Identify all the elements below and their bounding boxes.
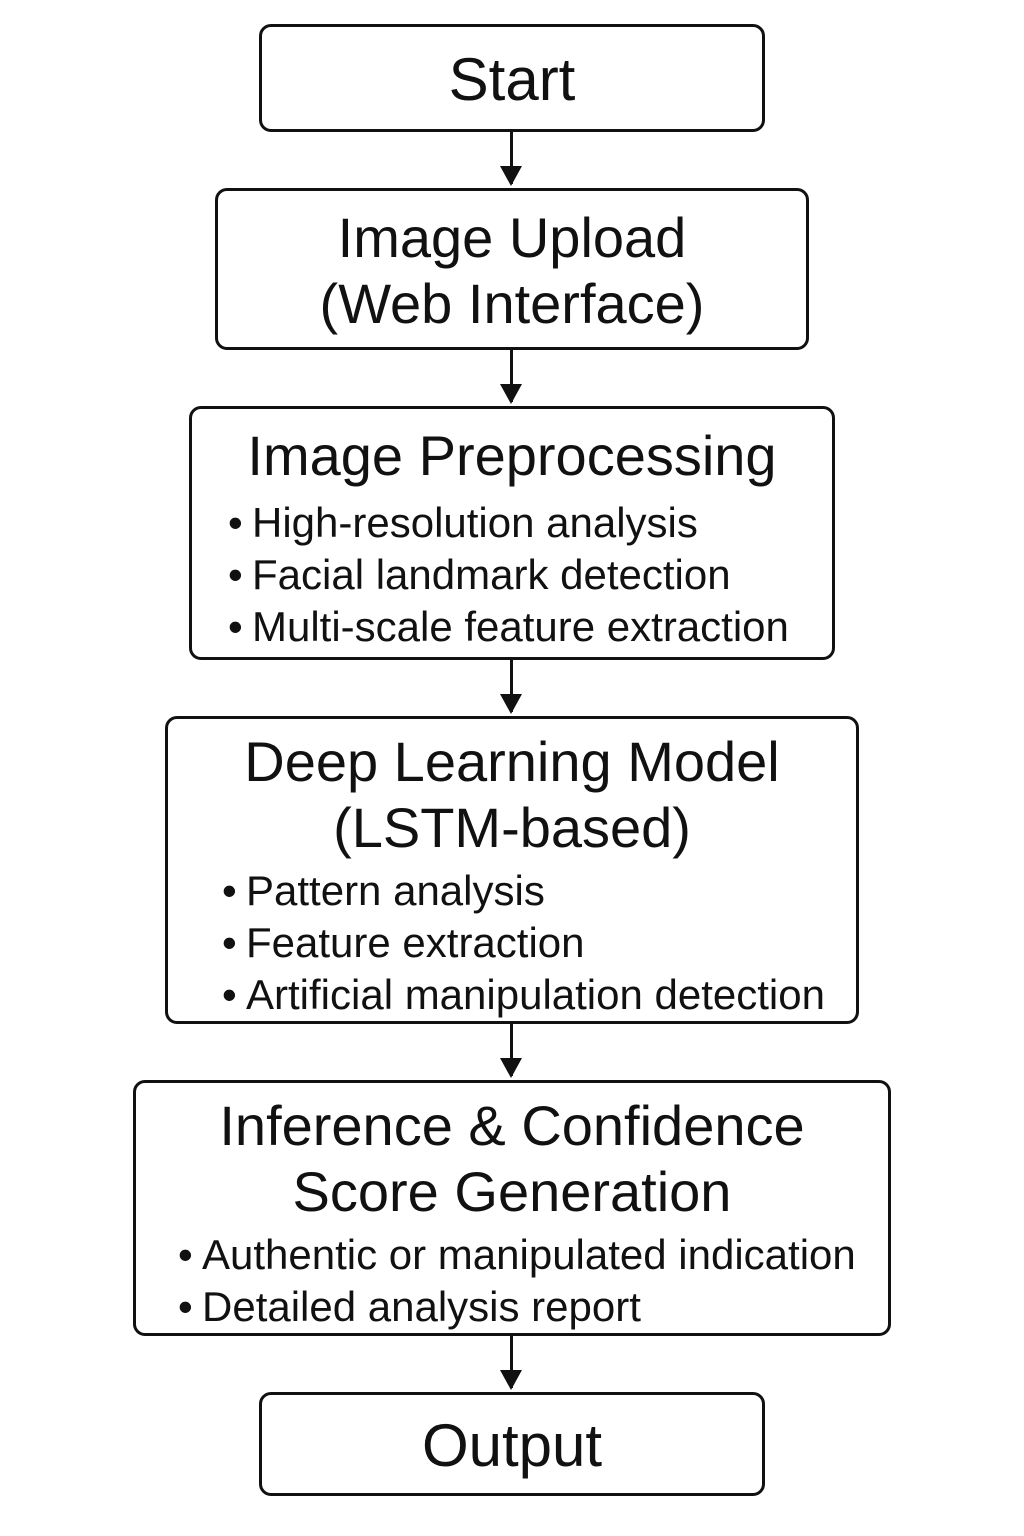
bullet-icon: • [178,1231,193,1278]
bullet-text: Facial landmark detection [252,551,731,598]
list-item: •Pattern analysis [222,865,825,917]
arrow-head [500,1370,522,1390]
bullet-icon: • [178,1283,193,1330]
bullet-text: Pattern analysis [246,867,545,914]
upload-title: Image Upload (Web Interface) [218,205,806,337]
bullet-icon: • [228,499,243,546]
model-bullets: •Pattern analysis •Feature extraction •A… [222,865,825,1021]
output-node: Output [259,1392,765,1496]
upload-node: Image Upload (Web Interface) [215,188,809,350]
bullet-icon: • [222,919,237,966]
arrow-head [500,384,522,404]
list-item: •Feature extraction [222,917,825,969]
arrow-start-to-upload [500,132,522,186]
preprocessing-node: Image Preprocessing •High-resolution ana… [189,406,835,660]
list-item: •High-resolution analysis [228,497,789,549]
arrow-preprocessing-to-model [500,660,522,714]
list-item: •Multi-scale feature extraction [228,601,789,653]
bullet-icon: • [228,551,243,598]
arrow-head [500,1058,522,1078]
start-label: Start [448,46,576,113]
inference-title-line2: Score Generation [292,1160,732,1223]
arrow-inference-to-output [500,1336,522,1390]
list-item: •Detailed analysis report [178,1281,856,1333]
list-item: •Authentic or manipulated indication [178,1229,856,1281]
arrow-head [500,694,522,714]
model-node: Deep Learning Model (LSTM-based) •Patter… [165,716,859,1024]
arrow-upload-to-preprocessing [500,350,522,404]
output-label: Output [421,1412,603,1479]
inference-title: Inference & Confidence Score Generation [136,1093,888,1225]
bullet-text: Multi-scale feature extraction [252,603,789,650]
bullet-text: Authentic or manipulated indication [202,1231,856,1278]
bullet-text: Feature extraction [246,919,585,966]
model-title-line1: Deep Learning Model [244,730,780,793]
bullet-text: High-resolution analysis [252,499,698,546]
upload-title-line1: Image Upload [337,206,687,269]
bullet-icon: • [222,971,237,1018]
preprocessing-title: Image Preprocessing [247,424,777,487]
model-title-line2: (LSTM-based) [333,796,691,859]
list-item: •Artificial manipulation detection [222,969,825,1021]
inference-bullets: •Authentic or manipulated indication •De… [178,1229,856,1333]
model-title: Deep Learning Model (LSTM-based) [168,729,856,861]
bullet-icon: • [228,603,243,650]
preprocessing-bullets: •High-resolution analysis •Facial landma… [228,497,789,653]
list-item: •Facial landmark detection [228,549,789,601]
bullet-text: Detailed analysis report [202,1283,641,1330]
inference-node: Inference & Confidence Score Generation … [133,1080,891,1336]
inference-title-line1: Inference & Confidence [219,1094,805,1157]
bullet-text: Artificial manipulation detection [246,971,825,1018]
start-node: Start [259,24,765,132]
arrow-model-to-inference [500,1024,522,1078]
upload-title-line2: (Web Interface) [319,272,705,335]
arrow-head [500,166,522,186]
bullet-icon: • [222,867,237,914]
